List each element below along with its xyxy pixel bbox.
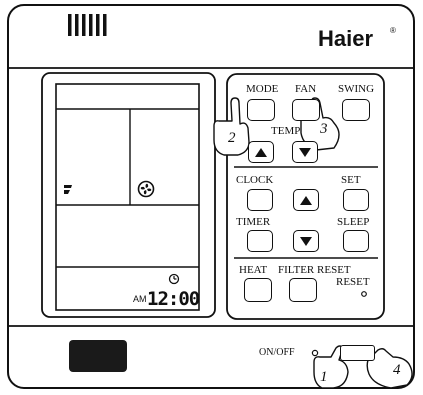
sleep-label: SLEEP xyxy=(337,216,370,228)
mode-button[interactable] xyxy=(247,99,275,121)
brand-logo: Haier xyxy=(318,26,374,51)
up-arrow-icon xyxy=(255,147,267,157)
step-marker-1: 1 xyxy=(320,369,328,385)
heat-button[interactable] xyxy=(244,278,272,302)
fan-button[interactable] xyxy=(292,99,320,121)
am-indicator: AM xyxy=(133,294,147,304)
power-indicator xyxy=(311,349,319,357)
filter-reset-button[interactable] xyxy=(289,278,317,302)
clock-button[interactable] xyxy=(247,189,273,211)
up-arrow-icon xyxy=(300,195,312,205)
clock-icon xyxy=(168,273,180,285)
reset-label: RESET xyxy=(336,276,370,288)
set-button[interactable] xyxy=(343,189,369,211)
clock-label: CLOCK xyxy=(236,174,274,186)
fan-label: FAN xyxy=(295,83,317,95)
fan-icon xyxy=(137,180,155,198)
filter-reset-label: FILTER RESET xyxy=(278,264,351,276)
step-marker-3: 3 xyxy=(320,121,328,137)
temp-label: TEMP xyxy=(271,125,301,137)
vent-grille-icon xyxy=(68,14,107,36)
fan-speed-icon xyxy=(64,185,72,194)
down-arrow-icon xyxy=(299,147,311,157)
sleep-button[interactable] xyxy=(343,230,369,252)
step-marker-2: 2 xyxy=(228,130,236,146)
timer-label: TIMER xyxy=(236,216,271,228)
on-off-button[interactable] xyxy=(340,345,375,361)
mode-label: MODE xyxy=(246,83,279,95)
time-down-button[interactable] xyxy=(293,230,319,252)
on-off-label: ON/OFF xyxy=(259,347,295,358)
temp-up-button[interactable] xyxy=(248,141,274,163)
lcd-screen xyxy=(55,83,200,311)
time-display: 12:00 xyxy=(147,288,200,310)
pointing-hand-icon xyxy=(313,345,349,389)
temp-down-button[interactable] xyxy=(292,141,318,163)
timer-button[interactable] xyxy=(247,230,273,252)
down-arrow-icon xyxy=(300,236,312,246)
heat-label: HEAT xyxy=(239,264,268,276)
pointing-hand-icon xyxy=(213,97,250,156)
pointing-hand-icon xyxy=(366,348,413,389)
time-up-button[interactable] xyxy=(293,189,319,211)
set-label: SET xyxy=(341,174,361,186)
swing-label: SWING xyxy=(338,83,375,95)
swing-button[interactable] xyxy=(342,99,370,121)
registered-mark: ® xyxy=(390,26,396,35)
ir-sensor-window xyxy=(69,340,127,372)
step-marker-4: 4 xyxy=(393,362,401,378)
reset-pinhole xyxy=(361,291,367,297)
